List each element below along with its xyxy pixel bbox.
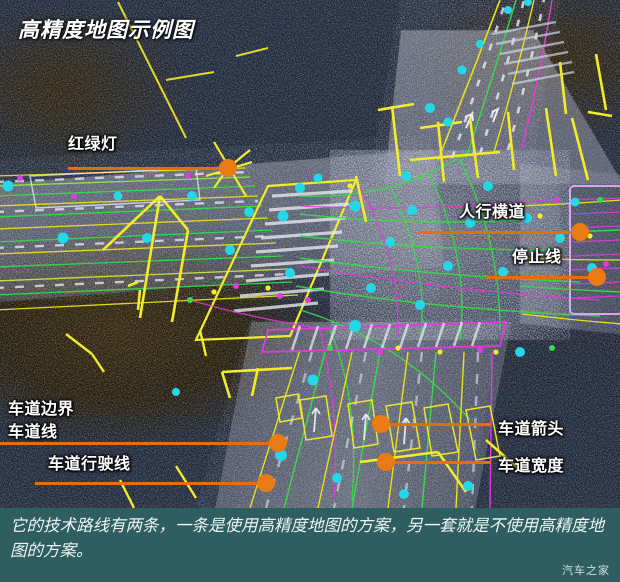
lane-lines-south xyxy=(249,349,493,508)
point-cloud-map: 红绿灯人行横道停止线车道边界车道线车道行驶线 车道箭头车道宽度 xyxy=(0,0,620,508)
caption-bar: 它的技术路线有两条，一条是使用高精度地图的方案，另一套就是不使用高精度地图的方案… xyxy=(0,508,620,582)
lane-arrow-boxes xyxy=(275,393,501,461)
guardrail-south xyxy=(220,366,521,493)
annotation-dot-traffic-light xyxy=(219,159,237,177)
road-paint-west xyxy=(0,170,289,289)
vertex-markers xyxy=(17,173,609,355)
caption-text: 它的技术路线有两条，一条是使用高精度地图的方案，另一套就是不使用高精度地图的方案… xyxy=(10,517,604,560)
lane-connector-curves xyxy=(295,149,601,501)
annotation-label-lane-drive-line: 车道行驶线 xyxy=(48,456,131,473)
crosswalk-center xyxy=(194,178,358,342)
annotation-label-lane-line: 车道线 xyxy=(8,424,58,441)
annotation-label-crosswalk: 人行横道 xyxy=(459,204,526,221)
crosswalk-south xyxy=(260,321,508,353)
annotation-label-lane-boundary: 车道边界 xyxy=(8,401,75,418)
annotation-dot-lane-drive-line xyxy=(257,474,275,492)
page-title: 高精度地图示例图 xyxy=(18,19,194,42)
annotation-label-lane-width: 车道宽度 xyxy=(498,458,565,475)
poles-top-left xyxy=(117,1,269,139)
annotation-dot-crosswalk xyxy=(571,223,589,241)
annotation-leader-line-lane-width xyxy=(386,461,491,464)
annotation-label-traffic-light: 红绿灯 xyxy=(68,136,118,153)
annotation-leader-line-lane-arrow xyxy=(381,423,491,426)
annotation-leader-line-lane-drive-line xyxy=(35,482,266,485)
annotation-label-lane-arrow: 车道箭头 xyxy=(498,421,565,438)
annotation-dot-stop-line xyxy=(588,268,606,286)
watermark: 汽车之家 xyxy=(562,565,610,577)
crosswalk-north xyxy=(491,20,575,86)
annotation-leader-line-lane-boundary xyxy=(0,442,278,445)
annotation-dot-lane-arrow xyxy=(372,415,390,433)
annotation-dot-lane-boundary xyxy=(269,434,287,452)
poles-intersection xyxy=(354,53,613,223)
hd-map-vectors xyxy=(0,0,620,508)
annotation-dot-lane-width xyxy=(377,453,395,471)
annotation-leader-line-traffic-light xyxy=(68,167,220,170)
annotation-label-stop-line: 停止线 xyxy=(512,249,562,266)
annotation-leader-line-crosswalk xyxy=(418,231,578,234)
crosswalk-small-left xyxy=(29,167,201,209)
annotation-leader-line-stop-line xyxy=(486,276,596,279)
